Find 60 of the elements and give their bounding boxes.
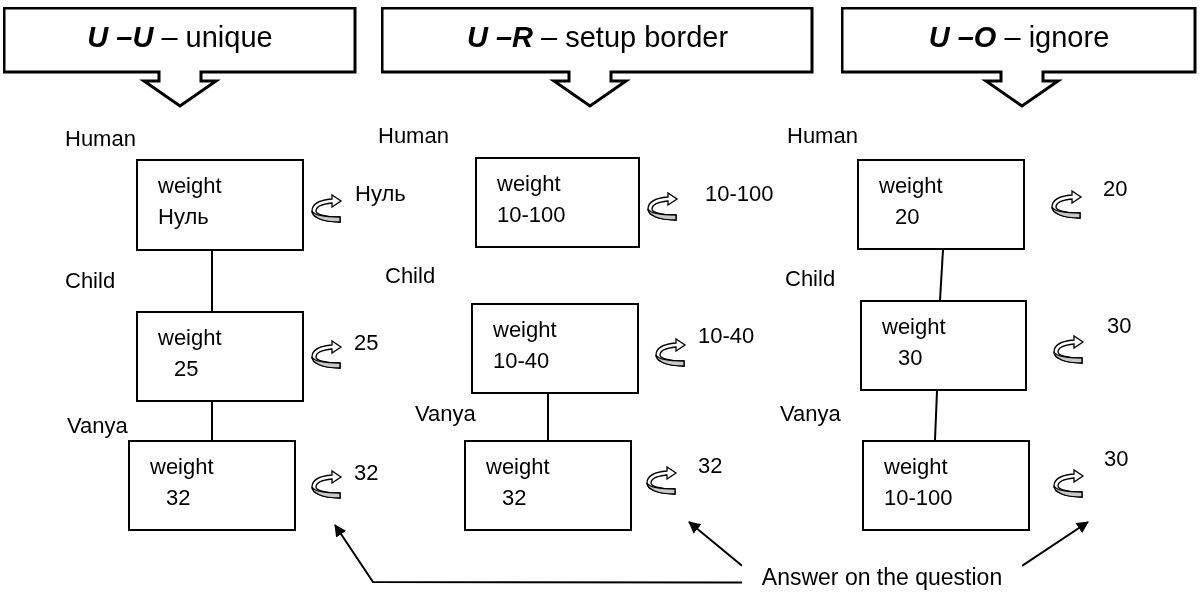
- connector-line: [547, 393, 549, 441]
- attribute-value: 30: [898, 345, 923, 371]
- heading-text: U –O – ignore: [927, 21, 1111, 54]
- note-text: Answer on the question: [742, 563, 1022, 591]
- class-label: Child: [785, 266, 836, 292]
- class-label: Child: [65, 268, 116, 294]
- value-label: 10-100: [705, 181, 774, 207]
- arrow: [1021, 521, 1089, 567]
- value-label: 30: [1104, 446, 1129, 472]
- attribute-box: [136, 159, 304, 251]
- value-label: 32: [698, 453, 723, 479]
- attribute-value: Нуль: [158, 204, 209, 230]
- heading-text: U –R – setup border: [465, 21, 730, 54]
- class-label: Human: [378, 123, 449, 149]
- arrow: [688, 521, 743, 567]
- attribute-value: 20: [895, 204, 920, 230]
- attribute-box: [860, 300, 1027, 391]
- attribute-name: weight: [497, 171, 561, 197]
- attribute-box: [471, 303, 639, 394]
- class-label: Vanya: [780, 401, 841, 427]
- attribute-box: [857, 159, 1025, 250]
- arrow: [334, 524, 743, 584]
- value-label: 25: [354, 330, 379, 356]
- attribute-name: weight: [493, 317, 557, 343]
- attribute-box: [475, 157, 640, 248]
- connector-line: [211, 401, 213, 441]
- attribute-value: 25: [174, 356, 199, 382]
- class-label: Vanya: [415, 401, 476, 427]
- class-label: Human: [787, 123, 858, 149]
- attribute-value: 10-100: [884, 485, 953, 511]
- heading-text: U –U – unique: [86, 21, 274, 54]
- class-label: Vanya: [67, 413, 128, 439]
- callout-box: [381, 7, 814, 108]
- callout-box: [841, 7, 1197, 108]
- attribute-value: 32: [502, 485, 527, 511]
- connector-line: [211, 250, 213, 312]
- attribute-box: [464, 440, 632, 531]
- attribute-name: weight: [879, 173, 943, 199]
- attribute-name: weight: [884, 454, 948, 480]
- class-label: Human: [65, 126, 136, 152]
- attribute-box: [136, 311, 304, 402]
- attribute-name: weight: [158, 173, 222, 199]
- attribute-value: 10-100: [497, 202, 566, 228]
- attribute-name: weight: [150, 454, 214, 480]
- connector-line: [934, 390, 938, 441]
- value-label: Нуль: [355, 181, 406, 207]
- value-label: 10-40: [698, 323, 755, 349]
- class-label: Child: [385, 263, 436, 289]
- attribute-value: 10-40: [493, 348, 550, 374]
- connector-line: [939, 249, 944, 301]
- attribute-box: [862, 440, 1030, 531]
- attribute-box: [128, 440, 296, 531]
- attribute-name: weight: [158, 325, 222, 351]
- attribute-value: 32: [166, 485, 191, 511]
- attribute-name: weight: [882, 314, 946, 340]
- value-label: 32: [354, 460, 379, 486]
- attribute-name: weight: [486, 454, 550, 480]
- callout-box: [3, 7, 357, 108]
- value-label: 30: [1107, 313, 1132, 339]
- value-label: 20: [1103, 176, 1128, 202]
